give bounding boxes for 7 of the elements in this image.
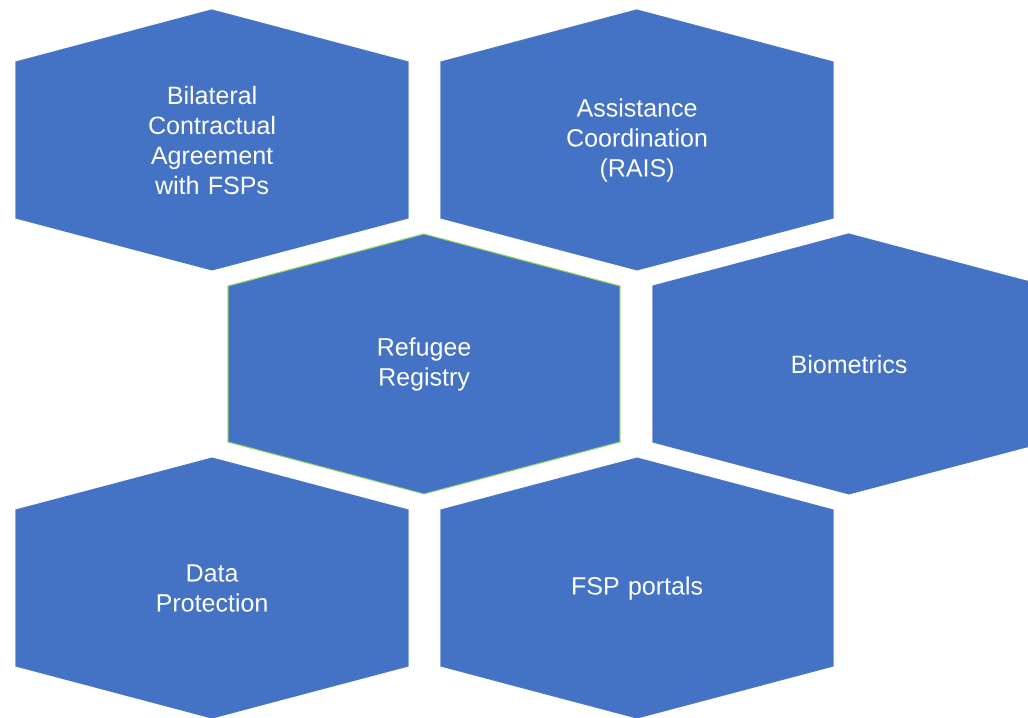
- node-label: FSP portals: [573, 576, 703, 600]
- hexagon: Bilateral Contractual Agreement with FSPs: [15, 9, 409, 271]
- hexagon: Data Protection: [15, 457, 409, 718]
- hexagon: Assistance Coordination (RAIS): [440, 9, 834, 271]
- hexagon: Biometrics: [652, 233, 1028, 495]
- hexagon: Refugee Registry: [227, 233, 621, 495]
- hexagon: FSP portals: [440, 457, 834, 718]
